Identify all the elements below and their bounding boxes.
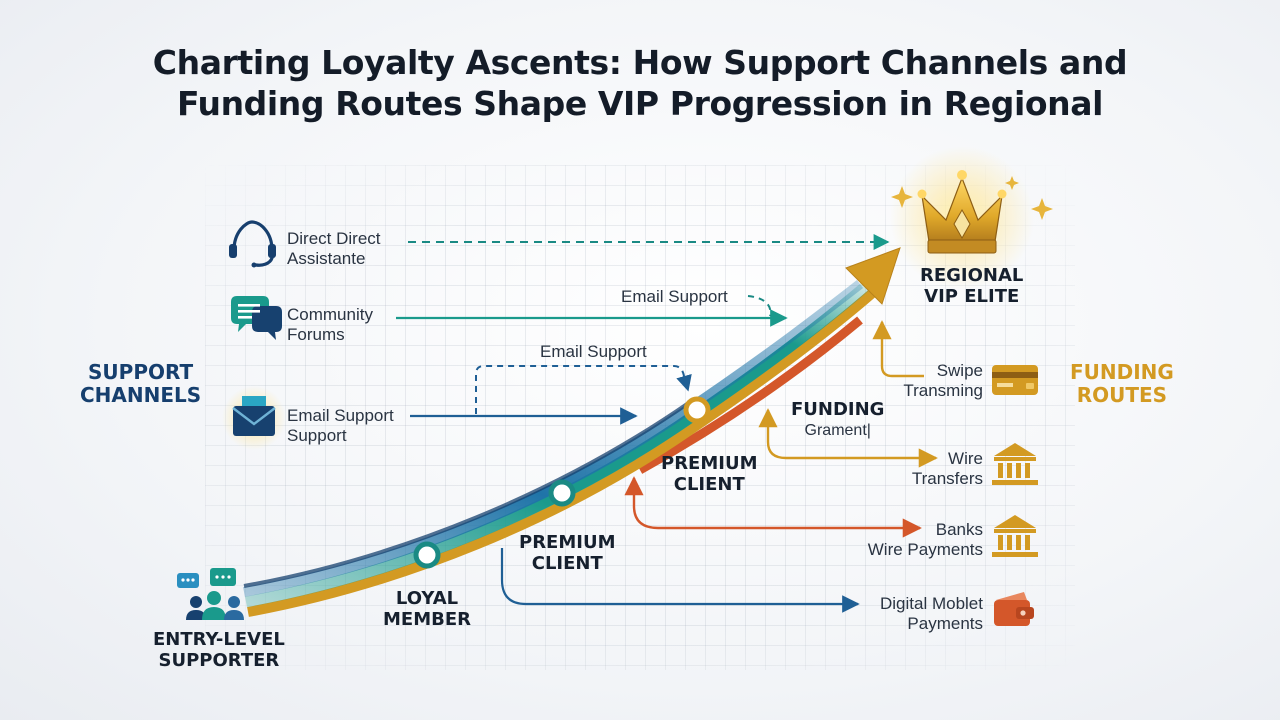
milestone-premium-lower — [548, 479, 576, 507]
wallet-icon — [994, 592, 1034, 626]
funding-wire-transfers: Wire Transfers — [911, 449, 983, 488]
title-line-2: Funding Routes Shape VIP Progression in … — [176, 84, 1104, 123]
sparkle-icons — [891, 176, 1053, 220]
ribbon-navy — [243, 400, 692, 588]
support-community-forums: Community Forums — [287, 305, 373, 344]
float-email-lower: Email Support — [540, 342, 647, 361]
ribbon-blue — [243, 280, 864, 597]
connector-email-upper-dashed — [747, 295, 772, 317]
connector-swipe — [872, 320, 924, 378]
main-arrowhead — [845, 247, 901, 305]
stage-loyal-member: LOYAL MEMBER — [383, 588, 471, 630]
funding-digital-payments: Digital Moblet Payments — [880, 594, 983, 633]
stage-premium-client-upper: PREMIUM CLIENT — [661, 453, 758, 495]
page-title: Charting Loyalty Ascents: How Support Ch… — [0, 42, 1280, 124]
support-email: Email Support Support — [287, 406, 394, 445]
credit-card-icon — [992, 365, 1038, 395]
ribbon-orange — [637, 316, 863, 474]
ribbon-teal — [245, 281, 870, 608]
funding-swipe: Swipe Transming — [903, 361, 983, 400]
community-people-icon — [177, 568, 244, 620]
connector-wire-transfers — [758, 408, 938, 468]
bank-icon-wire — [992, 443, 1038, 485]
connector-digital-payments — [500, 548, 860, 613]
envelope-icon — [222, 386, 286, 450]
stage-entry-level: ENTRY-LEVEL SUPPORTER — [153, 629, 285, 671]
title-line-1: Charting Loyalty Ascents: How Support Ch… — [152, 43, 1128, 82]
support-channels-heading: SUPPORT CHANNELS — [80, 360, 202, 407]
milestone-loyal — [413, 541, 441, 569]
connector-email-lower-dashed — [475, 365, 692, 414]
support-direct-assistance: Direct Direct Assistante — [287, 229, 381, 268]
funding-routes-heading: FUNDING ROUTES — [1070, 360, 1174, 407]
stage-regional-vip-elite: REGIONAL VIP ELITE — [920, 265, 1024, 307]
bank-icon-banks — [992, 515, 1038, 557]
stage-premium-client-lower: PREMIUM CLIENT — [519, 532, 616, 574]
connector-banks — [624, 476, 922, 538]
funding-mid-label: FUNDING Grament| — [791, 399, 885, 439]
funding-banks: Banks Wire Payments — [867, 520, 983, 559]
ribbon-gold — [247, 286, 880, 617]
milestone-premium-upper — [683, 396, 711, 424]
float-email-upper: Email Support — [621, 287, 728, 306]
headset-icon — [229, 220, 276, 268]
chat-bubbles-icon — [231, 296, 282, 340]
crown-icon — [917, 170, 1007, 254]
